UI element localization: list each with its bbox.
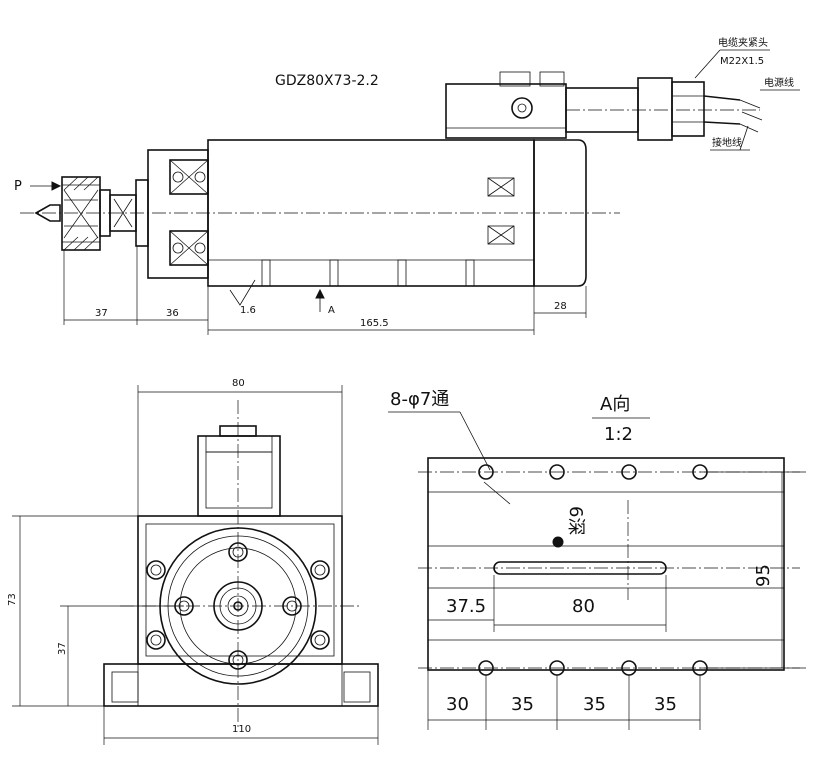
ground-wire-label: 接地线 — [712, 136, 742, 149]
front-center: 37 — [57, 642, 68, 655]
dim-nose: 37 — [95, 308, 108, 319]
dim-80: 80 — [572, 596, 595, 617]
dim-flange: 36 — [166, 308, 179, 319]
front-width: 80 — [232, 378, 245, 389]
dim-35-b: 35 — [583, 694, 606, 715]
view-a-scale: 1:2 — [604, 424, 633, 445]
roughness-label: 1.6 — [240, 305, 256, 316]
dim-37-5: 37.5 — [446, 596, 486, 617]
side-view: GDZ80X73-2.2 P — [14, 36, 800, 335]
front-height: 73 — [7, 593, 18, 606]
dim-35-a: 35 — [511, 694, 534, 715]
front-view: 80 — [7, 378, 379, 745]
arrow-a-label: A — [328, 305, 335, 316]
view-a: A向 1:2 8-φ7通 6深 — [388, 389, 806, 730]
dim-95: 95 — [753, 564, 774, 587]
dim-cap: 28 — [554, 301, 567, 312]
front-base: 110 — [232, 724, 251, 735]
dim-35-c: 35 — [654, 694, 677, 715]
dim-30: 30 — [446, 694, 469, 715]
model-title: GDZ80X73-2.2 — [275, 73, 379, 89]
view-a-title: A向 — [600, 394, 630, 415]
depth-label: 6深 — [565, 506, 586, 535]
dim-body: 165.5 — [360, 318, 389, 329]
power-cable-label: 电源线 — [764, 76, 794, 89]
cable-gland-label: 电缆夹紧头 — [718, 36, 768, 49]
arrow-p-label: P — [14, 179, 22, 194]
holes-label: 8-φ7通 — [390, 389, 449, 410]
gland-thread-label: M22X1.5 — [720, 56, 764, 67]
